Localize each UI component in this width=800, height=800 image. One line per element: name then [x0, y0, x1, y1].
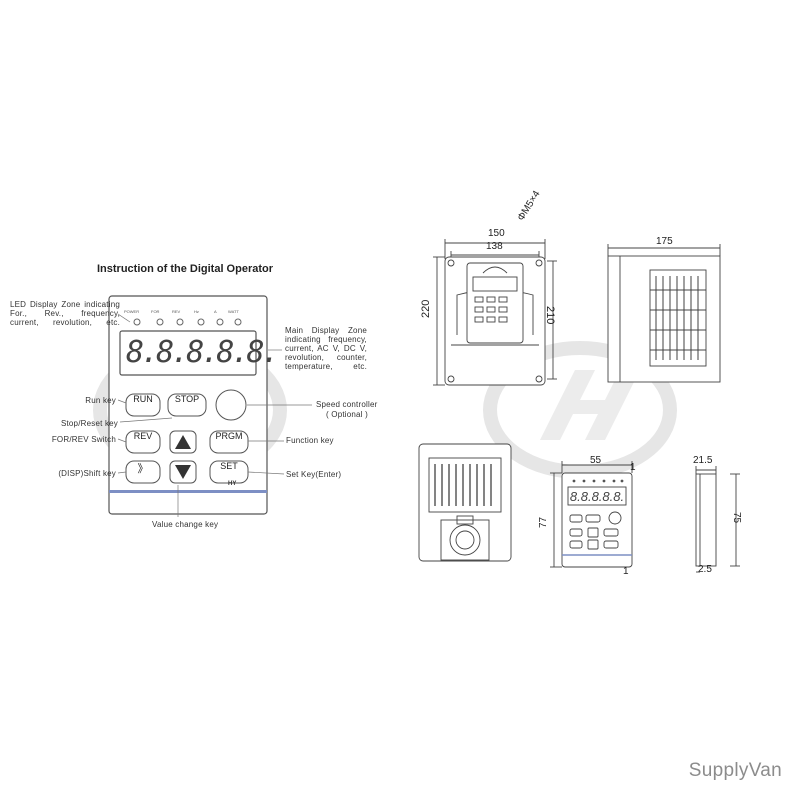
- annotation-stop-reset: Stop/Reset key: [60, 419, 118, 428]
- dim-front-width-inner: 138: [486, 241, 503, 252]
- dim-panel-gap-bottom: 1: [623, 566, 629, 577]
- annotation-run-key: Run key: [85, 396, 116, 405]
- led-label-a: A: [214, 309, 217, 314]
- led-label-watt: WATT: [228, 309, 239, 314]
- front-view-drawing: [433, 239, 557, 386]
- led-label-for: FOR: [151, 309, 160, 314]
- dim-front-height-outer: 220: [420, 299, 432, 318]
- svg-text:8.8.8.8.8.: 8.8.8.8.8.: [570, 489, 624, 504]
- display-digits: 8.8.8.8.8.: [126, 335, 280, 370]
- panel-front-drawing: 8.8.8.8.8.: [550, 461, 633, 568]
- up-arrow-icon: [175, 435, 191, 449]
- run-key: [125, 393, 161, 417]
- set-key-label[interactable]: SET: [220, 461, 238, 471]
- rev-key-label[interactable]: REV: [133, 431, 153, 441]
- dim-panel-gap-top: 1: [630, 462, 636, 473]
- annotation-for-rev: FOR/REV Switch: [51, 435, 116, 444]
- dim-panel-lip: 2.5: [698, 564, 712, 575]
- panel-side-drawing: [695, 466, 740, 573]
- dim-front-width-outer: 150: [488, 228, 505, 239]
- stop-key: [167, 393, 207, 417]
- prgm-key: [209, 430, 249, 454]
- operator-panel: [108, 295, 268, 515]
- dim-side-depth: 175: [656, 236, 673, 247]
- led-label-rev: REV: [172, 309, 181, 314]
- led-label-hz: Hz: [194, 309, 199, 314]
- operator-title: Instruction of the Digital Operator: [97, 263, 274, 275]
- annotation-function-key: Function key: [286, 436, 334, 445]
- dim-panel-side-height: 75: [731, 512, 742, 524]
- stop-key-label[interactable]: STOP: [174, 394, 200, 404]
- shift-key-label[interactable]: 》: [137, 463, 149, 475]
- dim-front-height-inner: 210: [544, 306, 556, 325]
- watermark-text: SupplyVan: [688, 760, 782, 781]
- led-indicator-row: [133, 318, 242, 326]
- speed-controller-knob: [215, 389, 247, 421]
- annotation-speed-controller: Speed controller: [316, 400, 378, 409]
- down-arrow-icon: [175, 465, 191, 479]
- led-label-power: POWER: [124, 309, 140, 314]
- annotation-shift-key: (DISP)Shift key: [58, 469, 116, 478]
- dim-panel-depth: 21.5: [693, 455, 713, 466]
- dim-panel-width: 55: [590, 455, 602, 466]
- annotation-speed-optional: ( Optional ): [326, 410, 368, 419]
- annotation-led-zone: LED Display Zone indicating For., Rev., …: [10, 300, 120, 327]
- bottom-view-drawing: [418, 443, 512, 562]
- leader-lines: [117, 313, 312, 517]
- run-key-label[interactable]: RUN: [133, 394, 153, 404]
- annotation-value-change: Value change key: [152, 520, 219, 529]
- annotation-main-display: Main Display Zone indicating frequency, …: [285, 326, 367, 371]
- annotation-set-key: Set Key(Enter): [286, 470, 342, 479]
- dim-panel-height: 77: [538, 516, 549, 528]
- main-display: [119, 330, 257, 376]
- watermark-logo-right: [483, 341, 677, 479]
- dim-mount-hole: ΦM5×4: [515, 188, 543, 223]
- brand-strip-label: HY: [228, 481, 237, 487]
- prgm-key-label[interactable]: PRGM: [215, 431, 243, 441]
- side-view-drawing: [607, 244, 721, 383]
